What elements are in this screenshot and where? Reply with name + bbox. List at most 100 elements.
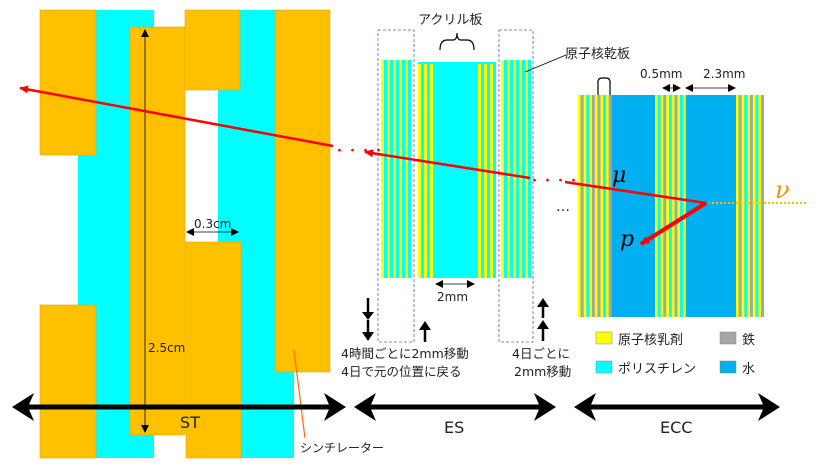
ecc-layer [674,95,678,317]
legend-swatch-emulsion [595,331,613,345]
es-emulsion-film [393,60,396,278]
es-emulsion-film [396,60,399,278]
es-emulsion-film [418,64,421,278]
ecc-layer [586,95,590,317]
p-label: p [620,227,634,252]
section-es-label: ES [444,418,464,437]
es-emulsion-film [516,60,519,278]
ecc-layer [683,95,686,317]
es-down-arrows [362,298,374,341]
emulsion-film-label: 原子核乾板 [565,47,630,62]
es-emulsion-film [507,60,510,278]
dim-2-5cm-label: 2.5cm [148,341,185,355]
section-st-label: ST [180,413,200,432]
ecc-layer [657,95,661,317]
ecc-layer [663,95,667,317]
es-emulsion-film [510,60,513,278]
ecc-layer [669,95,672,317]
ecc-layer [761,95,764,317]
es-emulsion-film [408,60,411,278]
nu-label: ν [775,176,790,204]
es-right-note-1: 4日ごとに [512,346,570,361]
dim-2mm-label: 2mm [437,290,468,304]
ecc-layer [608,95,612,317]
es-emulsion-film [493,64,496,278]
mu-label: μ [612,163,626,188]
legend-label-emulsion: 原子核乳剤 [618,332,683,348]
es-emulsion-film [381,60,384,278]
ecc-layer [589,95,592,317]
ecc-layer [752,95,756,317]
section-es: ES [354,393,556,437]
ecc-module [578,95,764,317]
legend-swatch-polystyrene [595,360,613,374]
es-right-note-2: 2mm移動 [514,364,571,379]
es-up-arrows-right [537,298,549,341]
ecc-layer [666,95,669,317]
ecc-ellipsis: … [556,199,570,215]
es-emulsion-film [399,60,402,278]
ecc-layer [736,95,739,317]
section-st: ST [12,393,346,432]
svg-text:・・・・: ・・・・ [333,144,385,159]
ecc-layer [578,95,581,317]
st-scint-bar [185,241,242,459]
st-scint-bar [274,9,331,373]
ecc-layer [750,95,753,317]
es-emulsion-film [421,64,424,278]
st-scint-bar [184,9,241,91]
es-emulsion-film [501,60,504,278]
dim-0-5mm-label: 0.5mm [640,67,682,81]
es-left-note-2: 4日で元の位置に戻る [341,364,461,379]
legend-label-water: 水 [742,362,755,377]
es-emulsion-film [525,60,528,278]
ecc-layer [671,95,675,317]
legend-swatch-water [719,360,737,374]
es-emulsion-film [387,60,390,278]
es-up-arrow-left [419,321,431,342]
ecc-layer [680,95,683,317]
es-emulsion-film [384,60,387,278]
dim-0-3cm-label: 0.3cm [194,217,231,231]
es-emulsion-film [528,60,531,278]
es-emulsion-film [390,60,393,278]
muon-track: ・・・・ ・・・・ [19,85,707,205]
st-module: 2.5cm 0.3cm シンチレーター [39,9,384,459]
ecc-layer [758,95,762,317]
section-ecc: ECC [574,393,780,437]
ecc-layer [600,95,604,317]
scintillator-label: シンチレーター [300,441,384,455]
svg-text:・・・・: ・・・・ [528,174,580,189]
es-emulsion-film [424,64,427,278]
ecc-layer [677,95,681,317]
legend-swatch-iron [719,331,737,345]
st-scint-bar [129,26,186,436]
legend-label-iron: 鉄 [742,333,755,348]
ecc-layer [747,95,750,317]
es-emulsion-film [430,64,433,278]
legend: 原子核乳剤 鉄 ポリスチレン 水 [595,331,755,377]
st-scint-bar [39,304,97,459]
ecc-layer [744,95,748,317]
es-emulsion-film [504,60,507,278]
dim-2-3mm-label: 2.3mm [703,67,745,81]
es-emulsion-film [519,60,522,278]
st-scint-bar [39,9,97,156]
es-emulsion-film [513,60,516,278]
ecc-layer [594,95,598,317]
ecc-layer [597,95,601,317]
es-emulsion-film [433,64,436,278]
ecc-layer [755,95,759,317]
acrylic-label: アクリル板 [418,13,482,28]
es-emulsion-film [405,60,408,278]
ecc-layer [741,95,745,317]
es-emulsion-film [522,60,525,278]
ecc-layer [583,95,587,317]
ecc-layer [606,95,609,317]
section-ecc-label: ECC [660,418,692,437]
es-emulsion-film [427,64,430,278]
ecc-layer [738,95,742,317]
ecc-layer [603,95,606,317]
es-emulsion-film [402,60,405,278]
